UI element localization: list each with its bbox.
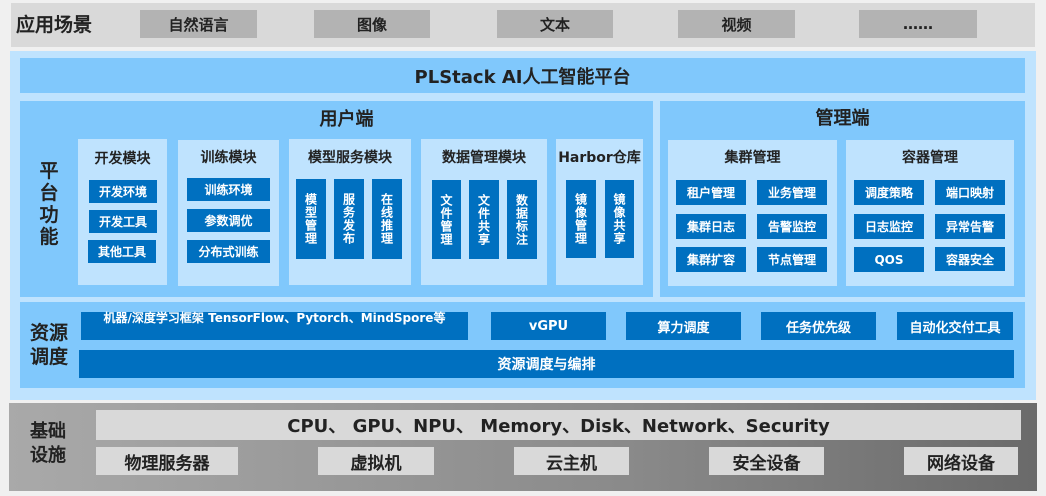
app-item-natural-language: 自然语言 [140,10,257,38]
chip-vgpu: vGPU [491,312,606,340]
chip-container-security: 容器安全 [935,247,1005,271]
chip-log-monitor: 日志监控 [854,214,924,239]
chip-file-share: 文件共享 [469,180,499,259]
chip-data-labeling: 数据标注 [507,180,537,259]
user-side-title: 用户端 [319,109,374,130]
module-cluster-mgmt-title: 集群管理 [724,150,781,166]
chip-task-priority: 任务优先级 [761,312,876,340]
infra-physical-server: 物理服务器 [96,447,238,475]
chip-auto-delivery-tools: 自动化交付工具 [897,312,1013,340]
infrastructure-label-text: 基础设施 [30,421,66,466]
infra-cloud-host: 云主机 [514,447,629,475]
chip-cluster-scale: 集群扩容 [676,247,746,272]
module-training-title: 训练模块 [200,150,257,166]
chip-exception-alert: 异常告警 [935,214,1005,239]
chip-service-publish: 服务发布 [334,179,364,259]
chip-train-env: 训练环境 [187,178,270,201]
resource-scheduling-label-text: 资源调度 [30,322,69,368]
chip-qos: QOS [854,247,924,272]
admin-side-title: 管理端 [815,108,870,129]
app-item-video: 视频 [678,10,795,38]
chip-distributed-training: 分布式训练 [187,240,270,263]
resource-orchestration-bar: 资源调度与编排 [79,350,1014,378]
platform-function-label: 平台功能 [36,160,62,248]
chip-compute-scheduling: 算力调度 [626,312,741,340]
chip-port-mapping: 端口映射 [935,180,1005,205]
infra-security-device: 安全设备 [709,447,824,475]
chip-dev-env: 开发环境 [89,180,157,203]
chip-tenant-mgmt: 租户管理 [676,180,746,205]
hardware-resources-bar: CPU、 GPU、NPU、 Memory、Disk、Network、Securi… [96,410,1021,440]
module-dev-title: 开发模块 [94,151,151,167]
resource-scheduling-label: 资源调度 [30,321,72,369]
app-item-text: 文本 [497,10,613,38]
app-item-image: 图像 [314,10,430,38]
module-harbor-title: Harbor仓库 [558,150,641,166]
application-layer-label: 应用场景 [16,14,93,36]
infrastructure-label: 基础设施 [30,420,74,468]
chip-ml-frameworks: 机器/深度学习框架 TensorFlow、Pytorch、MindSpore等 [81,312,468,340]
infra-network-device: 网络设备 [904,447,1018,475]
chip-file-mgmt: 文件管理 [432,180,461,259]
chip-online-inference: 在线推理 [372,179,402,259]
chip-dev-tools: 开发工具 [89,210,157,233]
chip-param-tuning: 参数调优 [187,209,270,232]
chip-other-tools: 其他工具 [88,240,156,263]
chip-alert-monitor: 告警监控 [757,214,827,239]
platform-title: PLStack AI人工智能平台 [20,58,1025,93]
module-model-service-title: 模型服务模块 [308,150,392,166]
infra-virtual-machine: 虚拟机 [318,447,434,475]
chip-model-mgmt: 模型管理 [296,179,326,259]
chip-scheduling-policy: 调度策略 [854,180,924,205]
app-item-more: …… [859,10,977,38]
chip-node-mgmt: 节点管理 [757,247,827,272]
chip-image-mgmt: 镜像管理 [566,180,596,258]
platform-function-label-text: 平台功能 [39,160,59,248]
chip-image-share: 镜像共享 [605,180,634,258]
chip-business-mgmt: 业务管理 [757,180,827,205]
module-container-mgmt-title: 容器管理 [902,150,958,166]
module-data-mgmt-title: 数据管理模块 [442,150,526,166]
chip-cluster-log: 集群日志 [676,214,746,239]
